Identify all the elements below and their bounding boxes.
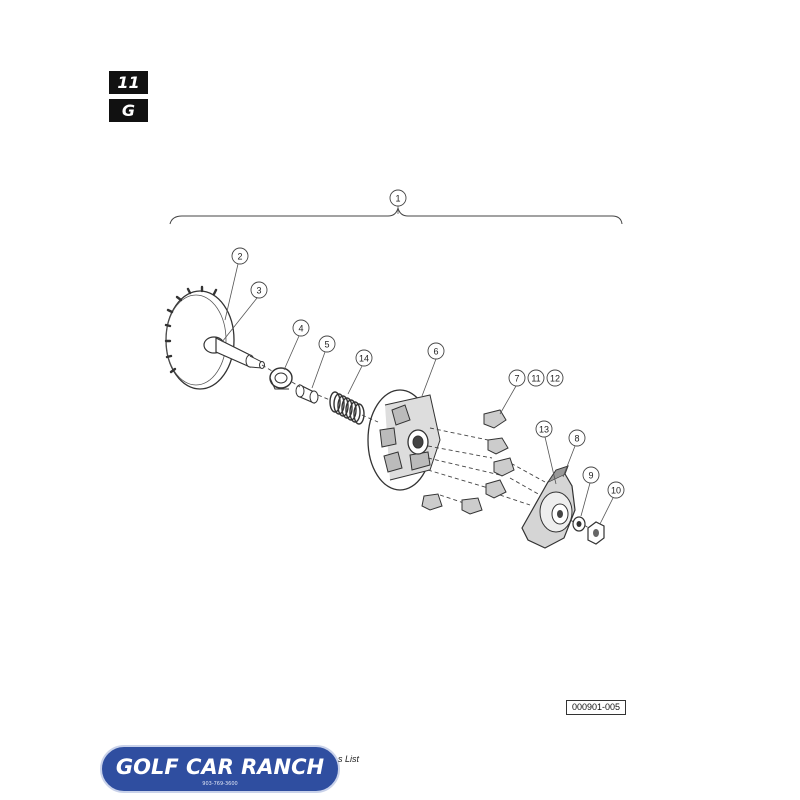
logo-brand-text: GOLF CAR RANCH [115,755,325,779]
part-ramp-plate [521,465,576,549]
svg-text:2: 2 [237,252,242,262]
svg-text:12: 12 [550,374,560,384]
callout-6: 6 [427,342,445,360]
part-bushing [295,384,319,404]
callout-12: 12 [546,369,564,387]
section-letter-tab: G [109,99,148,122]
part-nut [587,521,605,545]
callout-5: 5 [318,335,336,353]
svg-text:6: 6 [433,347,438,357]
svg-text:13: 13 [539,425,549,435]
part-washer [572,516,586,532]
svg-text:3: 3 [256,286,261,296]
assembly-bracket [169,207,623,225]
document-number: 000901-005 [566,700,626,715]
logo-phone-text: 903-769-3600 [202,781,238,787]
section-number-tab: 11 [109,71,148,94]
callout-11: 11 [527,369,545,387]
svg-text:10: 10 [611,486,621,496]
svg-text:1: 1 [395,194,400,204]
callout-8: 8 [568,429,586,447]
svg-text:9: 9 [588,471,593,481]
callout-14: 14 [355,349,373,367]
svg-text:5: 5 [324,340,329,350]
callout-9: 9 [582,466,600,484]
golf-car-ranch-logo: GOLF CAR RANCH 903-769-3600 [100,745,340,793]
callouts: 1 2 3 4 5 14 6 7 11 12 13 8 9 10 [231,189,625,499]
part-fixed-sheave [164,285,235,390]
part-bearing [269,367,293,390]
svg-text:7: 7 [514,374,519,384]
svg-text:4: 4 [298,324,303,334]
svg-text:8: 8 [574,434,579,444]
callout-3: 3 [250,281,268,299]
callout-1: 1 [389,189,407,207]
svg-text:14: 14 [359,354,369,364]
part-weights [421,409,515,515]
callout-13: 13 [535,420,553,438]
callout-7: 7 [508,369,526,387]
callout-10: 10 [607,481,625,499]
callout-2: 2 [231,247,249,265]
part-spring [329,391,365,425]
leader-lines [221,206,614,525]
part-movable-sheave [367,389,441,491]
footer-parts-list-fragment: s List [338,754,360,764]
svg-text:11: 11 [531,374,540,384]
callout-4: 4 [292,319,310,337]
